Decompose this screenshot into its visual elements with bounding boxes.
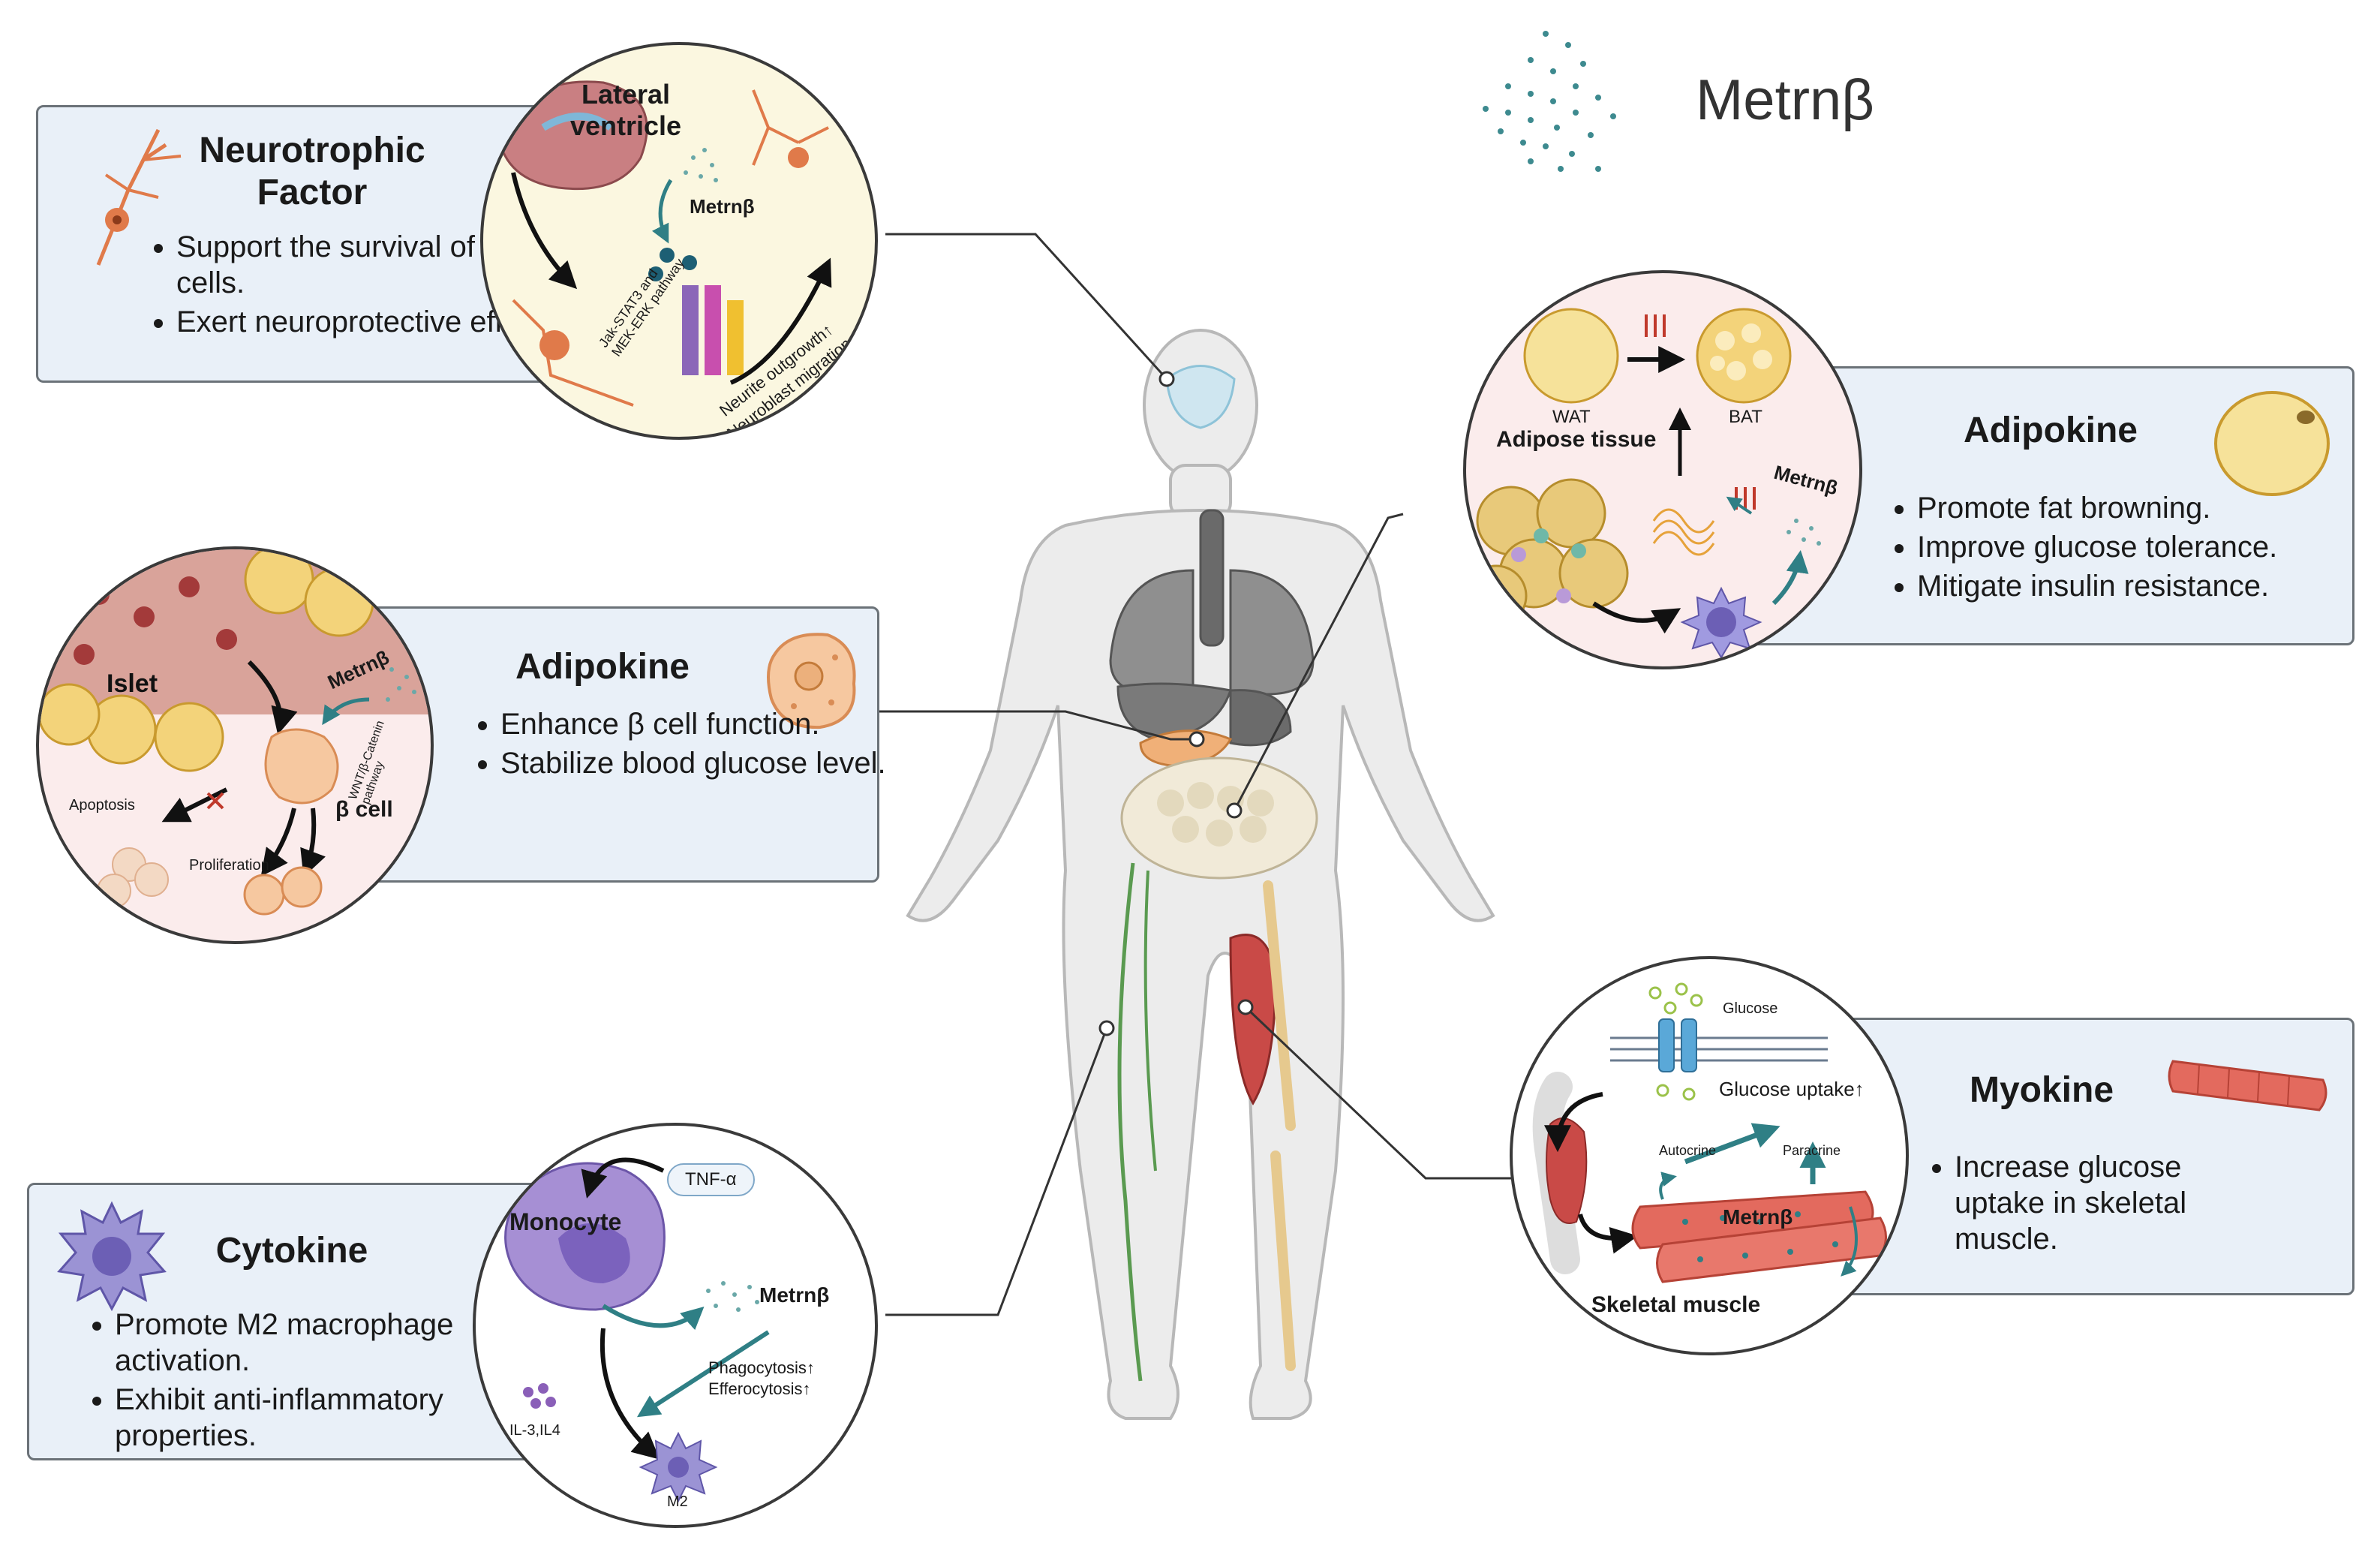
skeletal-muscle-label: Skeletal muscle	[1591, 1292, 1761, 1317]
myokine-circle: Glucose Glucose uptake↑ Autocrine Paracr…	[1510, 956, 1909, 1355]
paracrine-label: Paracrine	[1783, 1143, 1841, 1158]
monocyte-label: Monocyte	[509, 1208, 622, 1235]
cytokine-bullets: Promote M2 macrophage activation. Exhibi…	[74, 1307, 550, 1457]
cytokine-title: Cytokine	[215, 1231, 368, 1271]
neurotrophic-circle: Lateral ventricle Metrnβ Jak-STAT3 and M…	[480, 42, 878, 440]
bullet: Promote fat browning.	[1917, 490, 2367, 526]
adipokine-beta-circle: Islet Metrnβ WNT/β-Catenin pathway β cel…	[36, 546, 434, 944]
bullet: Promote M2 macrophage activation.	[115, 1307, 550, 1379]
adipokine-fat-circle: WAT BAT Adipose tissue Metrnβ	[1463, 270, 1862, 669]
adipokine-beta-title: Adipokine	[515, 647, 690, 687]
connector-endpoints	[1098, 371, 1254, 1036]
bullet: Enhance β cell function.	[500, 706, 891, 742]
metrn-label: Metrnβ	[690, 195, 755, 218]
beta-cell-label: β cell	[335, 797, 393, 822]
efferocytosis-label: Efferocytosis↑	[708, 1379, 811, 1398]
fat-cell-icon	[2214, 391, 2330, 496]
cytokine-circle: TNF-α Monocyte Metrnβ Phagocytosis↑ Effe…	[473, 1123, 878, 1528]
apoptosis-label: Apoptosis	[69, 797, 135, 814]
legend-label: Metrnβ	[1696, 68, 1874, 132]
glucose-label: Glucose	[1723, 1000, 1778, 1017]
bullet: Increase glucose uptake in skeletal musc…	[1955, 1149, 2255, 1257]
ventricle-label: Lateral ventricle	[569, 79, 682, 141]
bullet: Mitigate insulin resistance.	[1917, 568, 2367, 604]
bullet: Improve glucose tolerance.	[1917, 529, 2367, 565]
proliferation-label: Proliferation	[189, 857, 269, 874]
adipokine-fat-bullets: Promote fat browning. Improve glucose to…	[1877, 490, 2367, 607]
neuron-icon	[96, 128, 182, 266]
muscle-fiber-icon	[2168, 1060, 2327, 1111]
autocrine-label: Autocrine	[1659, 1143, 1717, 1158]
metrn-label: Metrnβ	[759, 1283, 830, 1307]
myokine-bullets: Increase glucose uptake in skeletal musc…	[1914, 1149, 2255, 1260]
wat-label: WAT	[1552, 407, 1591, 427]
bat-label: BAT	[1729, 407, 1762, 427]
interleukin-label: IL-3,IL4	[509, 1422, 560, 1439]
pancreatic-cell-icon	[767, 633, 856, 729]
brain-icon	[1165, 365, 1236, 429]
adipokine-beta-bullets: Enhance β cell function. Stabilize blood…	[460, 706, 891, 784]
neurotrophic-title: Neurotrophic Factor	[199, 131, 425, 212]
adipose-label: Adipose tissue	[1496, 427, 1657, 452]
phagocytosis-label: Phagocytosis↑	[708, 1358, 815, 1377]
myokine-title: Myokine	[1969, 1070, 2114, 1110]
tnf-badge: TNF-α	[667, 1163, 755, 1196]
adipokine-fat-title: Adipokine	[1963, 411, 2138, 450]
glucose-uptake-label: Glucose uptake↑	[1719, 1078, 1865, 1100]
cytokine-box: Cytokine Promote M2 macrophage activatio…	[27, 1183, 552, 1460]
macrophage-icon	[57, 1201, 167, 1312]
adipokine-beta-box: Adipokine Enhance β cell function. Stabi…	[360, 606, 886, 883]
m2-label: M2	[667, 1493, 688, 1510]
connector-lines	[878, 233, 1523, 1316]
islet-label: Islet	[107, 669, 158, 698]
bullet: Stabilize blood glucose level.	[500, 745, 891, 781]
bullet: Exhibit anti-inflammatory properties.	[115, 1382, 550, 1454]
metrn-dots-icon	[1483, 31, 1616, 172]
metrn-label: Metrnβ	[1723, 1205, 1793, 1229]
